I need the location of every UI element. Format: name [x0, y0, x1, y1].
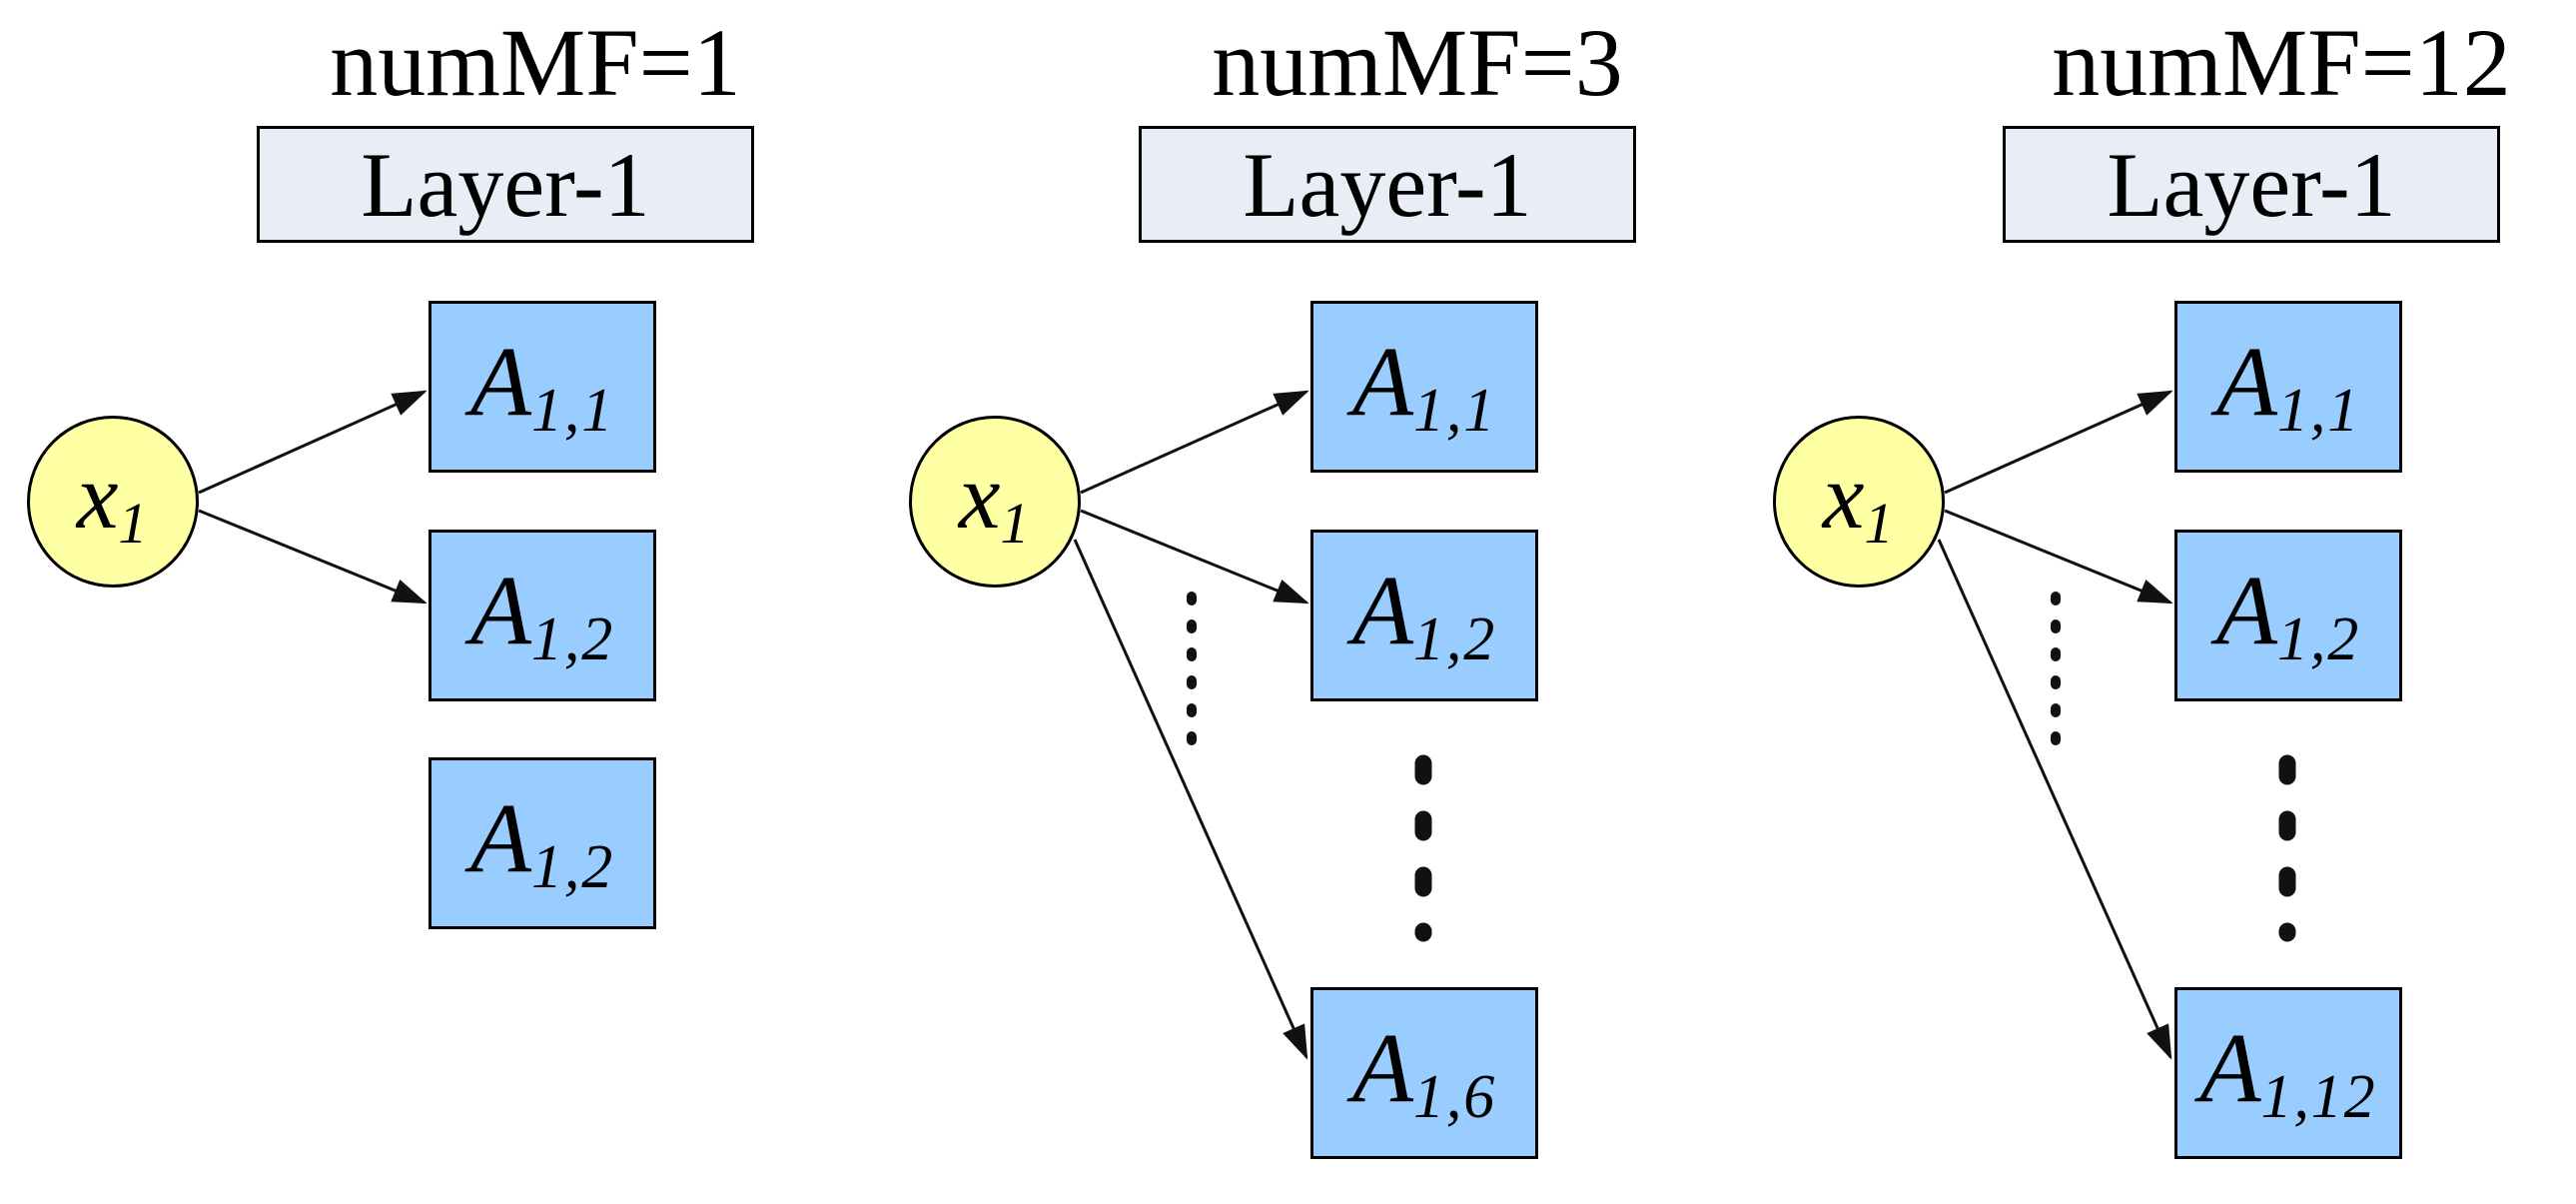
input-arrow [1080, 509, 1309, 604]
mf-box: A1,2 [429, 757, 656, 929]
layer-header-label: Layer-1 [2107, 133, 2396, 236]
mf-box-label: A1,12 [2199, 1011, 2377, 1132]
mf-box: A1,6 [1310, 987, 1538, 1159]
mf-box-label: A1,2 [469, 781, 615, 902]
input-arrow [198, 509, 428, 604]
mf-box: A1,1 [2174, 301, 2402, 473]
mf-box-label: A1,2 [2215, 554, 2361, 674]
input-arrow [198, 390, 428, 495]
mf-box-label: A1,2 [469, 554, 615, 674]
mf-box-label: A1,1 [2215, 325, 2361, 446]
layer-header-label: Layer-1 [361, 133, 650, 236]
mf-box: A1,2 [1310, 530, 1538, 701]
input-arrow [1073, 539, 1308, 1060]
layer-header: Layer-1 [2003, 126, 2500, 243]
mf-box-label: A1,6 [1351, 1011, 1497, 1132]
input-arrow [1944, 509, 2173, 604]
input-node-label: x1 [958, 445, 1032, 557]
mf-box: A1,12 [2174, 987, 2402, 1159]
mf-box: A1,1 [429, 301, 656, 473]
mf-box: A1,2 [2174, 530, 2402, 701]
mf-box-label: A1,1 [469, 325, 615, 446]
input-node: x1 [1773, 416, 1945, 588]
input-node-label: x1 [1822, 445, 1896, 557]
panel-title: numMF=1 [330, 9, 741, 116]
mf-box: A1,1 [1310, 301, 1538, 473]
mf-box: A1,2 [429, 530, 656, 701]
panel-title: numMF=3 [1212, 9, 1623, 116]
input-arrow [1080, 390, 1309, 495]
input-node-label: x1 [76, 445, 150, 557]
input-node: x1 [27, 416, 199, 588]
mf-box-label: A1,1 [1351, 325, 1497, 446]
input-node: x1 [909, 416, 1081, 588]
layer-header-label: Layer-1 [1243, 133, 1532, 236]
mf-box-label: A1,2 [1351, 554, 1497, 674]
panel-title: numMF=12 [2052, 9, 2511, 116]
layer-header: Layer-1 [1139, 126, 1636, 243]
input-arrow [1937, 539, 2172, 1060]
input-arrow [1944, 390, 2173, 495]
layer-header: Layer-1 [257, 126, 754, 243]
